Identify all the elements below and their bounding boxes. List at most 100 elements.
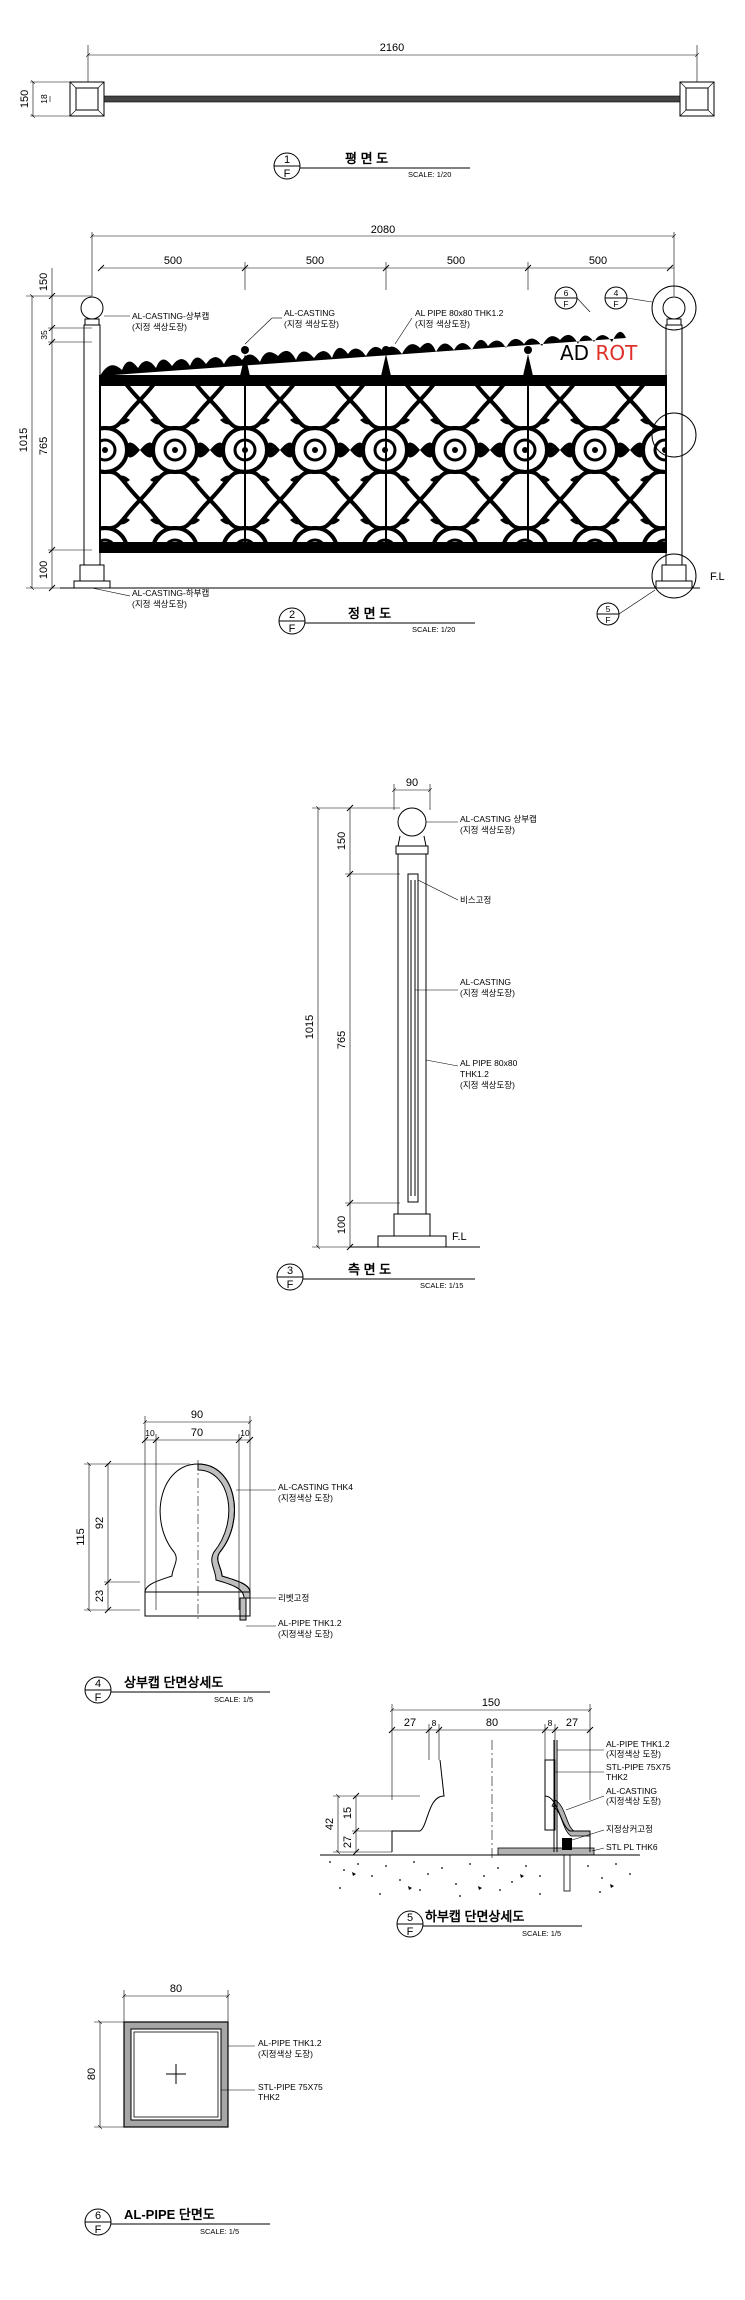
cap-bubble-sheet: F	[95, 1692, 102, 1704]
base-dim-width: 150	[482, 1697, 500, 1709]
plan-railing-bar	[103, 95, 681, 103]
side-callout-pipe-thk: THK1.2	[460, 1069, 489, 1079]
plan-view: 2160 150 18 1 F 평 면 도 SCALE: 1/20	[19, 42, 715, 180]
elev-watermark: AD ROT	[560, 341, 638, 365]
base-bubble-sheet: F	[407, 1926, 414, 1938]
plan-bubble-num: 1	[284, 154, 290, 166]
elev-dim-v3: 765	[38, 437, 50, 455]
side-callout-screw: 비스고정	[460, 895, 491, 905]
pipe-title-block: 6 F AL-PIPE 단면도 SCALE: 1/5	[84, 2207, 270, 2236]
cap-callout-casting: AL-CASTING THK4	[278, 1482, 353, 1492]
elev-dim-v1: 150	[38, 273, 50, 291]
base-callout-anchor: 지정상커고정	[606, 1824, 653, 1834]
base-dim-p3: 80	[486, 1717, 498, 1729]
side-dim-v3: 100	[336, 1216, 348, 1234]
base-dim-p1: 27	[404, 1717, 416, 1729]
side-title-block: 3 F 측 면 도 SCALE: 1/15	[276, 1262, 475, 1291]
side-bubble-sheet: F	[287, 1279, 294, 1291]
side-callout-cap: AL-CASTING 상부캡	[460, 814, 537, 824]
base-dim-v3: 15	[342, 1807, 354, 1819]
elev-ref-5-sheet: F	[605, 615, 610, 625]
elev-callout-cap-sub: (지정 색상도장)	[132, 322, 187, 332]
cap-callout-pipe-sub: (지정색상 도장)	[278, 1629, 333, 1639]
elev-ref-4: 4 F	[604, 286, 653, 310]
elev-callout-casting: AL-CASTING	[284, 308, 335, 318]
pipe-profile	[123, 2021, 229, 2128]
side-scale: SCALE: 1/15	[420, 1281, 463, 1290]
base-title-block: 5 F 하부캡 단면상세도 SCALE: 1/5	[396, 1909, 582, 1938]
side-callout-pipe: AL PIPE 80x80	[460, 1058, 518, 1068]
plan-title-block: 1 F 평 면 도 SCALE: 1/20	[273, 151, 470, 180]
base-detail-view: 150 27 8 80 8 27 42 27 15	[320, 1697, 671, 1938]
elev-callout-cap: AL-CASTING-상부캡	[132, 311, 209, 321]
side-dim-v2: 765	[336, 1031, 348, 1049]
pipe-bubble-num: 6	[95, 2210, 101, 2222]
elev-ref-5-num: 5	[606, 604, 611, 614]
cap-detail-view: 90 10 70 10 115 92 23 AL-CAS	[75, 1409, 353, 1704]
side-elevation-view: 90 1015 150 765 100 F.L AL-CASTING 상	[276, 777, 537, 1291]
watermark-a: AD	[560, 341, 595, 365]
base-title: 하부캡 단면상세도	[425, 1909, 524, 1924]
side-callout-cap-sub: (지정 색상도장)	[460, 825, 515, 835]
plan-scale: SCALE: 1/20	[408, 170, 451, 179]
elev-scale: SCALE: 1/20	[412, 625, 455, 634]
elev-span-2: 500	[306, 255, 324, 267]
elev-detail-ring-pipe	[651, 412, 697, 458]
elev-span-3: 500	[447, 255, 465, 267]
side-dim-overall: 1015	[304, 1015, 316, 1039]
elev-callout-base-sub: (지정 색상도장)	[132, 599, 187, 609]
base-concrete-hatch	[329, 1861, 631, 1897]
elev-callout-casting-sub: (지정 색상도장)	[284, 319, 339, 329]
elev-ref-6: 6 F	[554, 286, 591, 313]
base-callout-pipe: AL-PIPE THK1.2	[606, 1739, 670, 1749]
elev-dim-v2: 35	[39, 330, 49, 340]
base-callout-pipe-sub: (지정색상 도장)	[606, 1749, 661, 1759]
cap-profile	[144, 1460, 251, 1621]
elev-detail-ring-cap	[651, 285, 697, 331]
base-callout-plate: STL PL THK6	[606, 1842, 658, 1852]
base-dim-v2: 27	[342, 1836, 354, 1848]
plan-dim-small: 18	[39, 94, 49, 104]
side-dim-v1: 150	[336, 832, 348, 850]
side-post	[377, 807, 447, 1248]
pipe-bubble-sheet: F	[95, 2224, 102, 2236]
front-elevation-view: 2080 500 500 500 500 1015 150 35 765 100	[18, 224, 725, 635]
cap-callout-casting-sub: (지정색상 도장)	[278, 1493, 333, 1503]
cap-dim-p2: 70	[191, 1427, 203, 1439]
elev-callout-pipe-sub: (지정 색상도장)	[415, 319, 470, 329]
cap-dim-overall: 115	[75, 1528, 87, 1546]
plan-dim-side: 150	[19, 90, 31, 108]
elev-span-4: 500	[589, 255, 607, 267]
elev-ref-6-sheet: F	[563, 299, 568, 309]
side-callout-casting: AL-CASTING	[460, 977, 511, 987]
side-callout-casting-sub: (지정 색상도장)	[460, 988, 515, 998]
cap-dim-p3: 10	[240, 1428, 250, 1438]
elev-detail-ring-base	[651, 553, 697, 599]
pipe-dim-height: 80	[86, 2068, 98, 2080]
cap-scale: SCALE: 1/5	[214, 1695, 253, 1704]
pipe-section-view: 80 80 AL-PIPE THK1.2 (지정색상 도장) STL-PIPE …	[84, 1983, 323, 2236]
plan-title: 평 면 도	[345, 151, 388, 166]
cap-title-block: 4 F 상부캡 단면상세도 SCALE: 1/5	[84, 1675, 270, 1704]
side-bubble-num: 3	[287, 1265, 293, 1277]
elev-callout-base: AL-CASTING-하부캡	[132, 588, 209, 598]
pipe-title: AL-PIPE 단면도	[124, 2207, 215, 2222]
cap-dim-p1: 10	[145, 1428, 155, 1438]
base-scale: SCALE: 1/5	[522, 1929, 561, 1938]
elev-ornament-panel	[99, 331, 667, 553]
elev-ref-5: 5 F	[596, 589, 656, 626]
elev-title-block: 2 F 정 면 도 SCALE: 1/20	[278, 606, 475, 635]
pipe-scale: SCALE: 1/5	[200, 2227, 239, 2236]
base-dim-p4: 8	[548, 1718, 553, 1728]
elev-dim-overall: 1015	[18, 428, 30, 452]
cap-dim-v1: 92	[94, 1517, 106, 1529]
base-dim-p2: 8	[432, 1718, 437, 1728]
cap-callout-rivet: 리벳고정	[278, 1593, 309, 1603]
side-title: 측 면 도	[348, 1262, 391, 1277]
cap-dim-v2: 23	[94, 1590, 106, 1602]
pipe-dim-width: 80	[170, 1983, 182, 1995]
base-callout-stl: STL-PIPE 75X75	[606, 1762, 671, 1772]
pipe-callout-pipe: AL-PIPE THK1.2	[258, 2038, 322, 2048]
side-callout-pipe-sub: (지정 색상도장)	[460, 1080, 515, 1090]
pipe-callout-pipe-sub: (지정색상 도장)	[258, 2049, 313, 2059]
